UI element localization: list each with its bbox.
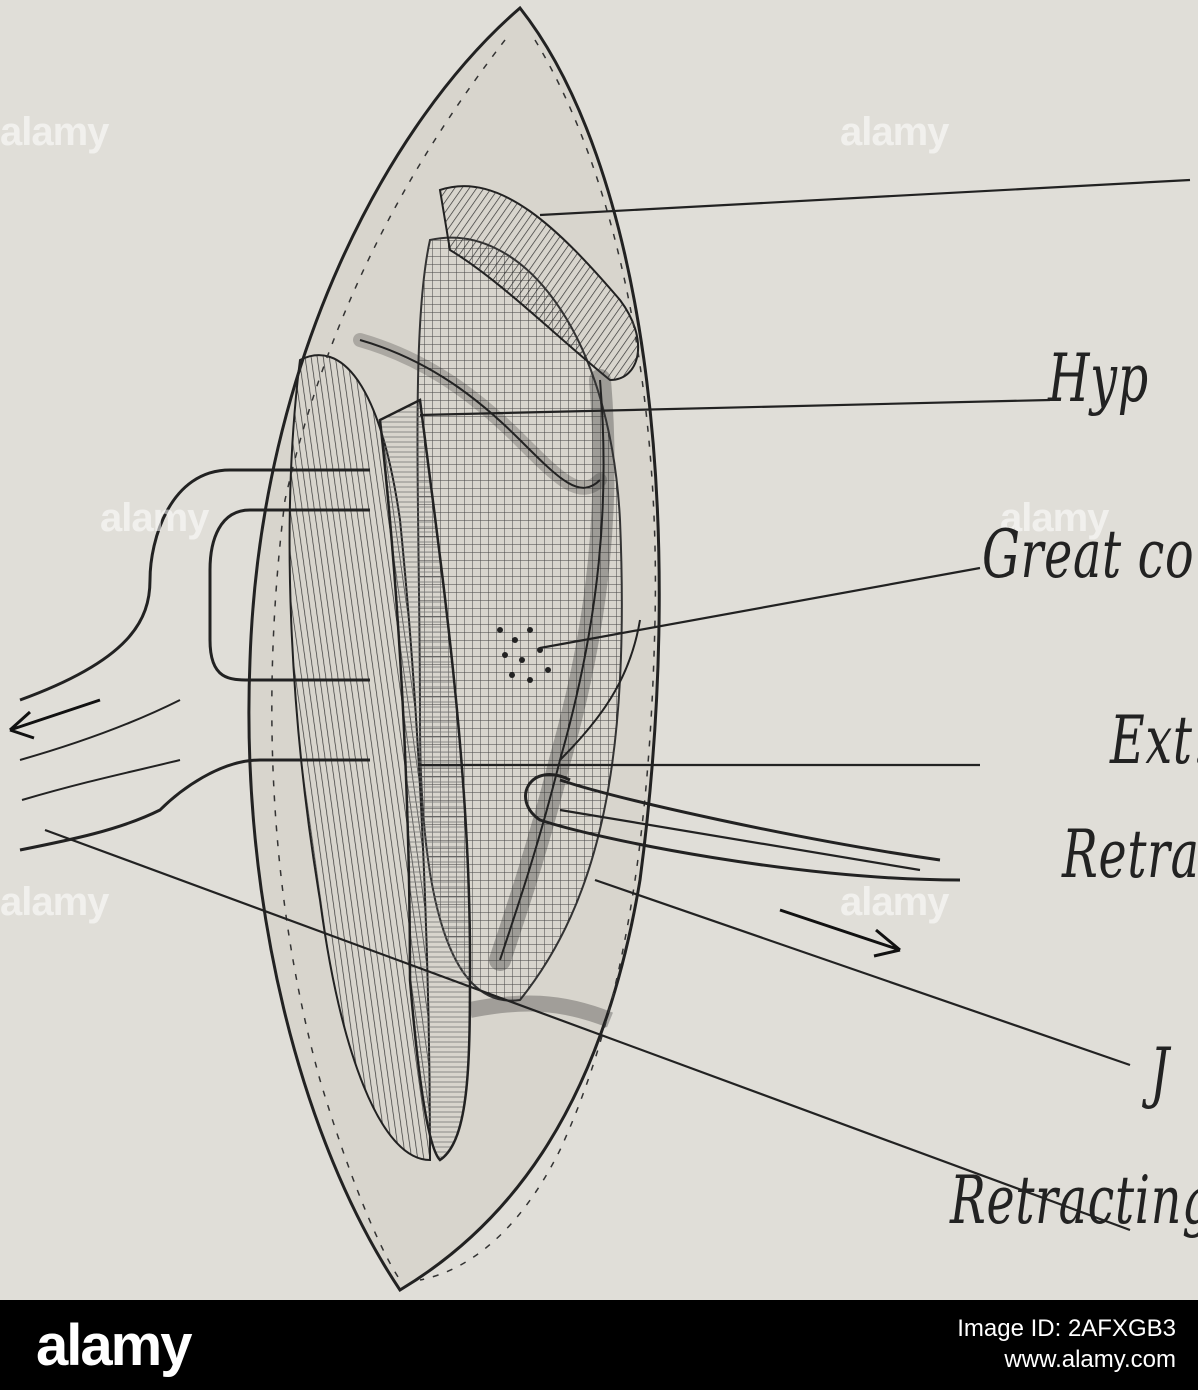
label-j: J	[1150, 1034, 1170, 1111]
watermark: alamy	[100, 496, 209, 540]
watermark: alamy	[1000, 496, 1109, 540]
leader-lines	[44, 178, 1191, 1232]
label-hypoglossal: Hyp	[1048, 340, 1149, 417]
digastric-muscle	[438, 185, 640, 382]
watermark: alamy	[0, 880, 109, 924]
watermark: alamy	[840, 880, 949, 924]
label-retracting-lower: Retracting	[950, 1162, 1198, 1239]
left-retractor	[19, 468, 370, 852]
watermark: alamy	[840, 110, 949, 154]
illustration-area: alamy alamy alamy alamy alamy alamy Hyp …	[0, 5, 1198, 1293]
label-external: Ext.	[1110, 702, 1198, 779]
skin-edge	[271, 39, 657, 1281]
watermark: alamy	[0, 110, 109, 154]
surgical-incision-illustration	[8, 5, 1191, 1293]
image-id: Image ID: 2AFXGB3	[957, 1314, 1176, 1344]
label-great-cornu: Great co	[982, 516, 1195, 593]
right-arrow-icon	[779, 908, 901, 958]
image-id-prefix: Image ID:	[957, 1315, 1068, 1342]
footer-bar: alamy Image ID: 2AFXGB3 www.alamy.com	[0, 1300, 1198, 1390]
left-arrow-icon	[8, 698, 101, 740]
label-retracting-upper: Retract	[1062, 816, 1198, 893]
right-retractor	[524, 773, 961, 882]
jugular-vein	[378, 398, 472, 1162]
brand-logo: alamy	[36, 1313, 192, 1378]
image-id-value: 2AFXGB3	[1067, 1315, 1176, 1342]
footer-url: www.alamy.com	[1004, 1346, 1176, 1373]
